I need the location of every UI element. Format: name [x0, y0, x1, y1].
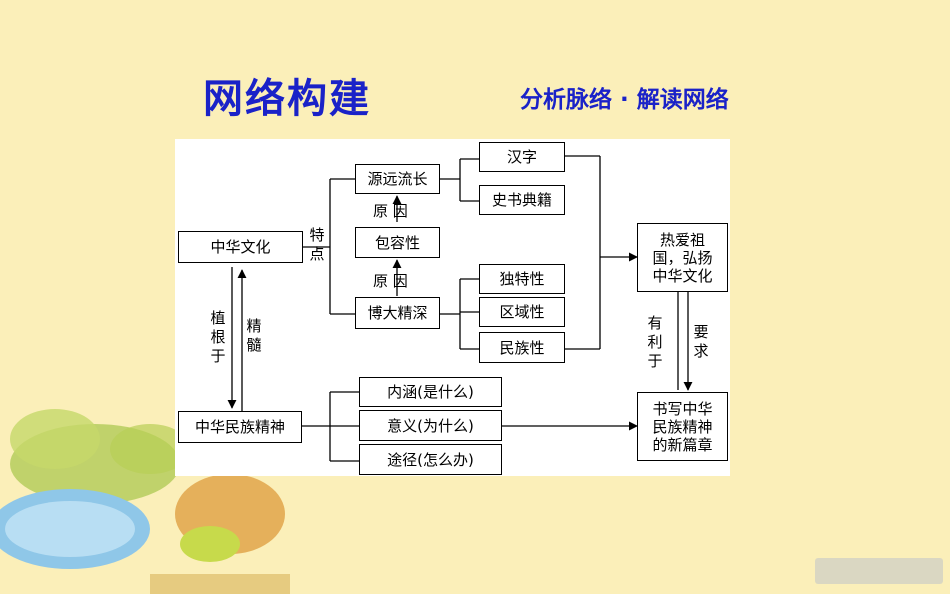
label-features: 特点 — [309, 226, 325, 263]
node-love-country: 热爱祖国，弘扬中华文化 — [637, 223, 728, 292]
label-essence: 精髓 — [246, 317, 262, 354]
label-beneficial: 有利于 — [647, 314, 663, 370]
label-require: 要求 — [693, 323, 709, 360]
label-cause-top: 原 因 — [373, 202, 408, 220]
node-regionality: 区域性 — [479, 297, 565, 327]
node-connotation: 内涵(是什么) — [359, 377, 502, 407]
concept-diagram: 中华文化 特点 源远流长 原 因 包容性 原 因 博大精深 汉字 史书典籍 独特… — [175, 139, 730, 476]
decorative-illustration — [0, 409, 290, 594]
label-cause-bottom: 原 因 — [373, 272, 408, 290]
node-significance: 意义(为什么) — [359, 410, 502, 441]
watermark — [815, 558, 943, 584]
node-chinese-characters: 汉字 — [479, 142, 565, 172]
node-profound: 博大精深 — [355, 297, 440, 329]
node-uniqueness: 独特性 — [479, 264, 565, 294]
node-national-spirit: 中华民族精神 — [178, 411, 302, 443]
label-rooted-in: 植根于 — [210, 309, 226, 365]
node-approach: 途径(怎么办) — [359, 444, 502, 475]
node-tolerance: 包容性 — [355, 227, 440, 258]
page-subtitle: 分析脉络 · 解读网络 — [520, 87, 729, 113]
page-title: 网络构建 — [203, 76, 371, 122]
node-ethnicity: 民族性 — [479, 332, 565, 363]
node-new-chapter: 书写中华民族精神的新篇章 — [637, 392, 728, 461]
node-chinese-culture: 中华文化 — [178, 231, 303, 263]
node-classics: 史书典籍 — [479, 185, 565, 215]
node-origin: 源远流长 — [355, 164, 440, 194]
